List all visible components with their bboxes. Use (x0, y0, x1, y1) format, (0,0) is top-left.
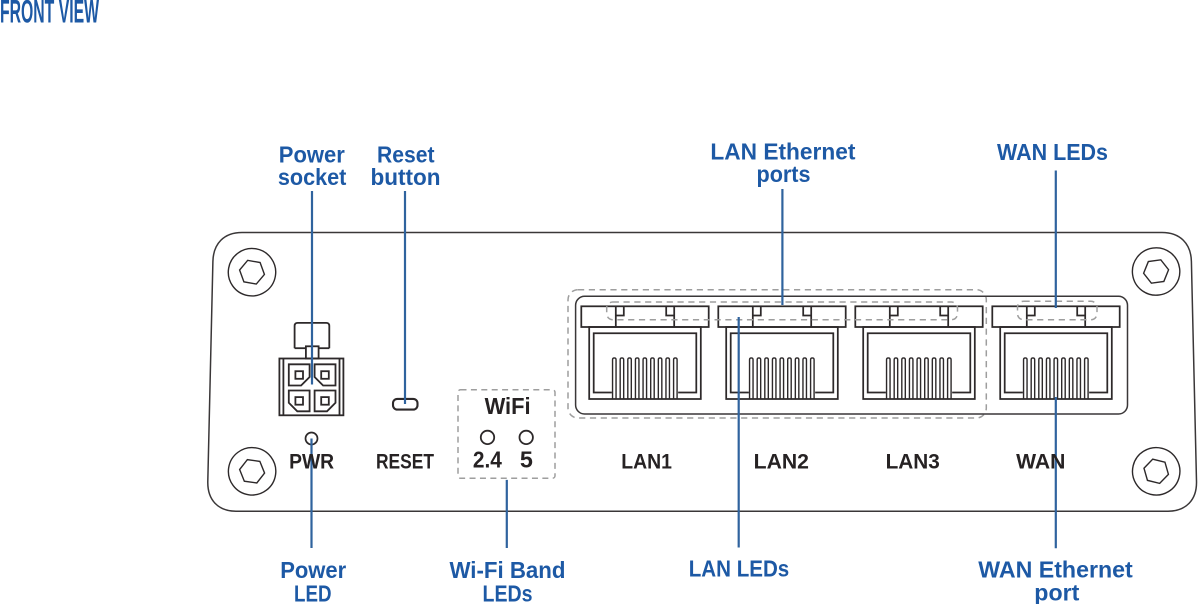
svg-text:LEDs: LEDs (483, 581, 533, 604)
svg-text:FRONT VIEW: FRONT VIEW (0, 0, 99, 30)
svg-text:Power: Power (279, 142, 345, 168)
svg-text:LED: LED (294, 581, 332, 604)
svg-text:port: port (1034, 580, 1079, 604)
svg-text:WAN LEDs: WAN LEDs (997, 139, 1108, 165)
svg-text:LAN3: LAN3 (886, 449, 940, 473)
svg-text:button: button (371, 164, 441, 190)
svg-text:RESET: RESET (376, 449, 434, 473)
svg-text:Wi-Fi Band: Wi-Fi Band (450, 557, 566, 583)
svg-text:socket: socket (278, 164, 347, 190)
svg-text:LAN LEDs: LAN LEDs (689, 556, 790, 582)
svg-text:2.4: 2.4 (473, 447, 502, 473)
svg-text:5: 5 (520, 447, 533, 473)
svg-text:Reset: Reset (377, 142, 435, 168)
svg-text:ports: ports (757, 161, 811, 187)
svg-text:WAN Ethernet: WAN Ethernet (978, 557, 1133, 583)
svg-text:Power: Power (280, 557, 346, 583)
svg-text:WAN: WAN (1016, 449, 1065, 473)
svg-text:LAN1: LAN1 (621, 449, 672, 473)
svg-text:PWR: PWR (289, 449, 334, 473)
svg-text:WiFi: WiFi (485, 393, 531, 419)
svg-text:LAN2: LAN2 (754, 449, 809, 473)
svg-text:LAN Ethernet: LAN Ethernet (710, 139, 855, 165)
